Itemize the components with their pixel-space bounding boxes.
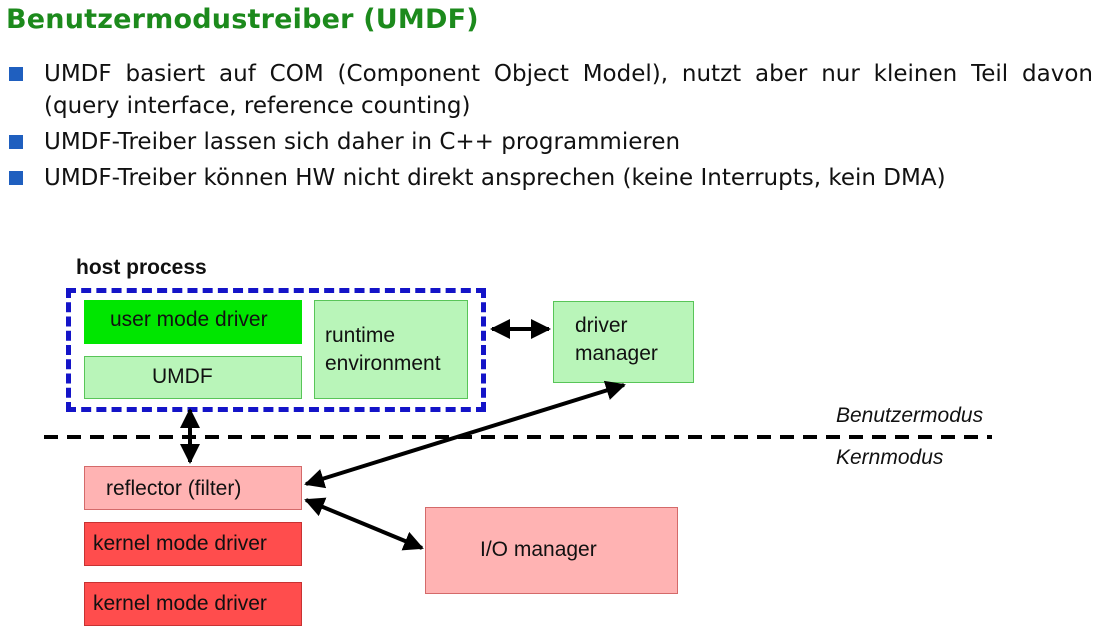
runtime-label-line1: runtime [325, 324, 396, 347]
bullet-list: UMDF basiert auf COM (Component Object M… [8, 58, 1093, 198]
bullet-item: UMDF basiert auf COM (Component Object M… [8, 58, 1093, 122]
bullet-text: UMDF-Treiber können HW nicht direkt ansp… [44, 165, 946, 191]
io-manager-box: I/O manager [425, 507, 678, 594]
bullet-text: UMDF-Treiber lassen sich daher in C++ pr… [44, 129, 681, 155]
host-process-frame [66, 288, 486, 412]
arrow-reflector-to-driver-manager [304, 380, 626, 489]
slide-title: Benutzermodustreiber (UMDF) [6, 4, 479, 35]
user-mode-driver-label: user mode driver [110, 308, 268, 331]
reflector-label: reflector (filter) [106, 477, 242, 500]
io-manager-label: I/O manager [480, 538, 597, 561]
arrow-reflector-to-io-manager [304, 497, 424, 551]
umdf-box: UMDF [84, 356, 302, 399]
umdf-label: UMDF [152, 365, 213, 388]
driver-manager-box: driver manager [553, 301, 694, 383]
bullet-item: UMDF-Treiber lassen sich daher in C++ pr… [8, 126, 1093, 158]
benutzermodus-label: Benutzermodus [836, 404, 984, 427]
kernel-mode-driver-box-2: kernel mode driver [84, 582, 302, 626]
bullet-text: UMDF basiert auf COM (Component Object M… [44, 61, 1093, 119]
bullet-square-icon [9, 67, 23, 81]
user-mode-driver-box: user mode driver [84, 300, 302, 344]
bullet-square-icon [9, 171, 23, 185]
kernel-mode-driver-label-1: kernel mode driver [93, 532, 267, 555]
kernel-mode-driver-label-2: kernel mode driver [93, 592, 267, 615]
driver-manager-label-line2: manager [575, 342, 658, 365]
kernmodus-label: Kernmodus [836, 446, 944, 469]
driver-manager-label-line1: driver [575, 314, 628, 337]
bullet-item: UMDF-Treiber können HW nicht direkt ansp… [8, 162, 1093, 194]
kernel-mode-driver-box-1: kernel mode driver [84, 522, 302, 566]
runtime-label-line2: environment [325, 352, 441, 375]
host-process-label: host process [76, 256, 207, 279]
bullet-square-icon [9, 135, 23, 149]
reflector-box: reflector (filter) [84, 466, 302, 510]
